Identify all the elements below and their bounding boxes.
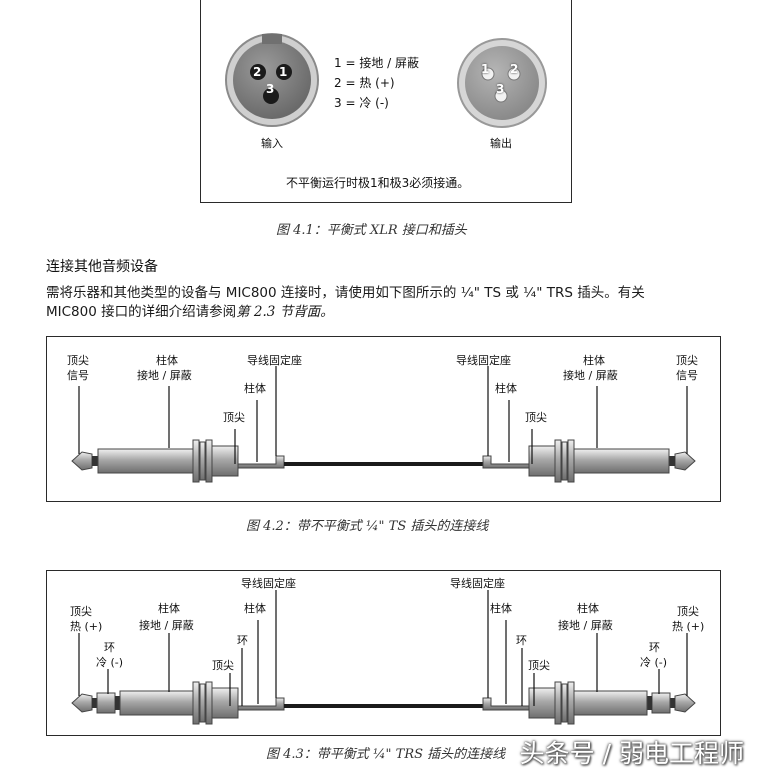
male-pin-3-label: 3 [496,82,505,96]
ts-right-plug [482,439,696,483]
ts-left-sleeve-solder-label: 柱体 [244,382,266,395]
female-pin-1-label: 1 [279,65,288,79]
male-pin-2 [507,67,521,81]
trs-left-strain-label: 导线固定座 [241,577,296,590]
paragraph-line-2: MIC800 接口的详细介绍请参阅第 2.3 节背面。 [46,303,334,322]
pin-legend-3: 3 = 冷 (-) [334,96,389,110]
trs-right-hot-label: 热 (+) [672,620,705,633]
trs-right-ring-label: 环 [649,641,660,654]
section-heading: 连接其他音频设备 [46,259,158,275]
paragraph-line-2-text: MIC800 接口的详细介绍请参阅 [46,304,237,320]
trs-right-sleeve-label: 柱体 [577,602,599,615]
trs-right-ring-solder-label: 环 [516,634,527,647]
female-pin-1 [276,64,292,80]
trs-right-sleeve-solder-label: 柱体 [490,602,512,615]
ts-right-tip-solder-label: 顶尖 [525,411,547,424]
trs-right-plug [482,681,696,725]
trs-right-tip-label: 顶尖 [677,605,699,618]
female-pin-3 [263,88,279,104]
trs-left-tip-label: 顶尖 [70,605,92,618]
pin-legend-1: 1 = 接地 / 屏蔽 [334,56,419,70]
pin-legend-2: 2 = 热 (+) [334,76,395,90]
ts-left-signal-label: 信号 [67,369,89,382]
trs-left-cold-label: 冷 (-) [96,656,124,669]
male-pin-1 [481,67,495,81]
ts-cable [284,462,484,466]
xlr-female-connector [225,33,319,127]
trs-left-plug [71,681,285,725]
ts-right-tip-label: 顶尖 [676,354,698,367]
female-pin-2 [250,64,266,80]
trs-right-ground-label: 接地 / 屏蔽 [558,619,613,632]
figure-4-2-caption: 图 4.2：带不平衡式 ¼" TS 插头的连接线 [246,519,489,534]
trs-left-tip-solder-label: 顶尖 [212,659,234,672]
trs-right-strain-label: 导线固定座 [450,577,505,590]
ts-left-tip-solder-label: 顶尖 [223,411,245,424]
trs-left-ring-solder-label: 环 [237,634,248,647]
ts-left-ground-label: 接地 / 屏蔽 [137,369,192,382]
paragraph-reference: 第 2.3 节背面。 [236,304,334,320]
trs-right-cold-label: 冷 (-) [640,656,668,669]
trs-left-ground-label: 接地 / 屏蔽 [139,619,194,632]
unbalanced-note: 不平衡运行时极1和极3必须接通。 [286,176,470,190]
trs-left-hot-label: 热 (+) [70,620,103,633]
male-pin-2-label: 2 [510,62,519,76]
ts-right-signal-label: 信号 [676,369,698,382]
ts-right-ground-label: 接地 / 屏蔽 [563,369,618,382]
xlr-figure-frame [200,0,572,203]
ts-left-strain-label: 导线固定座 [247,354,302,367]
trs-cable-drawing [71,590,696,725]
ts-right-strain-label: 导线固定座 [456,354,511,367]
figure-4-1-caption: 图 4.1：平衡式 XLR 接口和插头 [276,223,467,238]
ts-cable-frame [46,336,721,502]
ts-left-plug [71,439,285,483]
ts-left-sleeve-label: 柱体 [156,354,178,367]
male-pin-3 [494,89,508,103]
female-pin-3-label: 3 [266,82,275,96]
trs-left-ring-label: 环 [104,641,115,654]
male-pin-1-label: 1 [481,62,490,76]
trs-left-sleeve-label: 柱体 [158,602,180,615]
input-label: 输入 [261,137,283,150]
paragraph-line-1: 需将乐器和其他类型的设备与 MIC800 连接时，请使用如下图所示的 ¼" TS… [46,285,645,301]
figure-4-3-caption: 图 4.3：带平衡式 ¼" TRS 插头的连接线 [266,747,506,762]
trs-cable-frame [46,570,721,736]
trs-right-tip-solder-label: 顶尖 [528,659,550,672]
output-label: 输出 [490,137,512,150]
ts-cable-drawing [71,366,696,483]
ts-left-tip-label: 顶尖 [67,354,89,367]
trs-cable [284,704,484,708]
watermark: 头条号 / 弱电工程师 [519,739,744,768]
ts-right-sleeve-solder-label: 柱体 [495,382,517,395]
female-pin-2-label: 2 [253,65,262,79]
xlr-male-connector [457,38,547,128]
ts-right-sleeve-label: 柱体 [583,354,605,367]
trs-left-sleeve-solder-label: 柱体 [244,602,266,615]
